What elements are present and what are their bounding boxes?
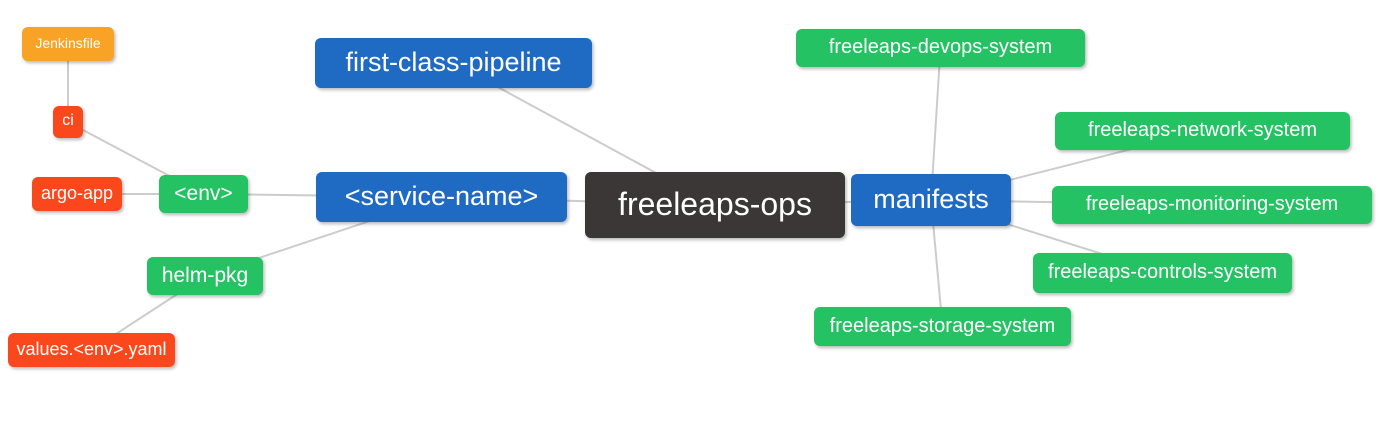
node-freeleaps-storage-system[interactable]: freeleaps-storage-system bbox=[814, 307, 1071, 346]
node-manifests[interactable]: manifests bbox=[851, 174, 1011, 226]
node-freeleaps-controls-system[interactable]: freeleaps-controls-system bbox=[1033, 253, 1292, 293]
node-service-name[interactable]: <service-name> bbox=[316, 172, 567, 222]
node-ci[interactable]: ci bbox=[53, 106, 83, 138]
node-argo-app[interactable]: argo-app bbox=[32, 177, 122, 211]
node-first-class-pipeline[interactable]: first-class-pipeline bbox=[315, 38, 592, 88]
node-helm-pkg[interactable]: helm-pkg bbox=[147, 257, 263, 295]
node-jenkinsfile[interactable]: Jenkinsfile bbox=[22, 27, 114, 61]
node-freeleaps-network-system[interactable]: freeleaps-network-system bbox=[1055, 112, 1350, 150]
node-freeleaps-ops[interactable]: freeleaps-ops bbox=[585, 172, 845, 238]
node-values-env-yaml[interactable]: values.<env>.yaml bbox=[8, 333, 175, 367]
node-freeleaps-devops-system[interactable]: freeleaps-devops-system bbox=[796, 29, 1085, 67]
node-env[interactable]: <env> bbox=[159, 175, 248, 213]
node-freeleaps-monitoring-system[interactable]: freeleaps-monitoring-system bbox=[1052, 186, 1372, 224]
